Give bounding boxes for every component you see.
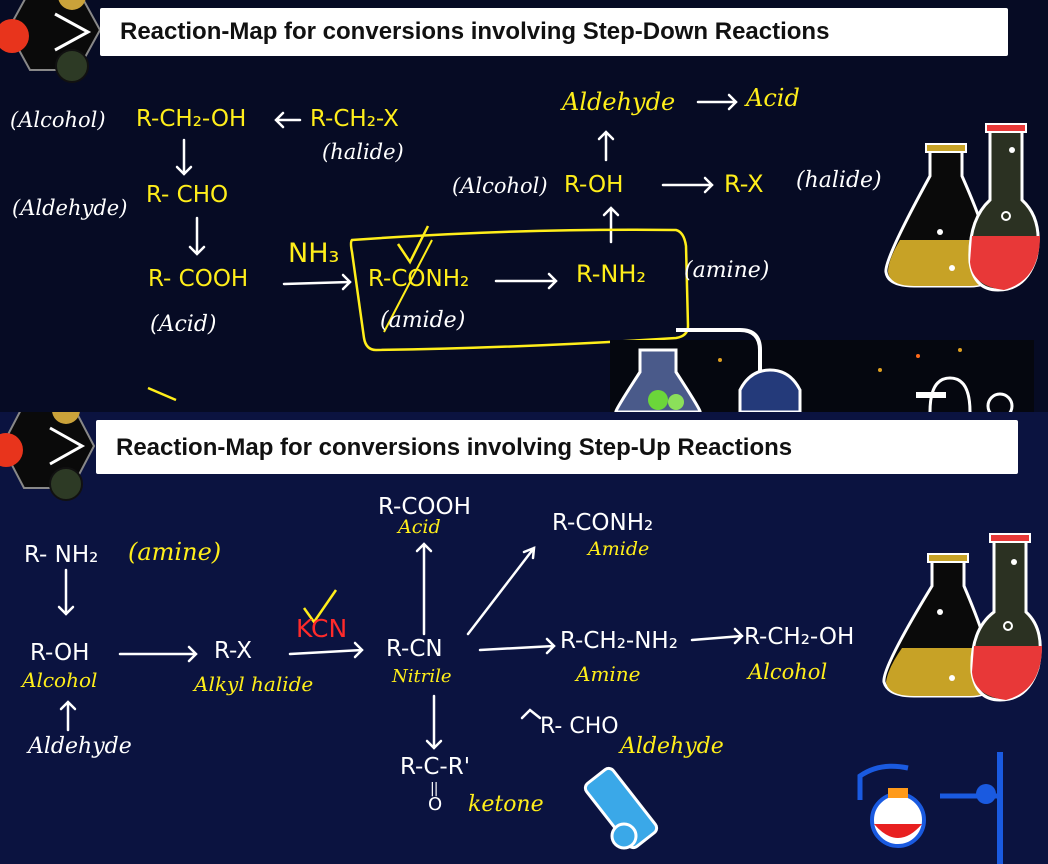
- check-mark-icon: [302, 589, 338, 625]
- r-cooh-formula: R- COOH: [148, 266, 249, 292]
- check-mark-icon: [396, 225, 430, 265]
- step-up-title-bar: [96, 420, 1018, 474]
- ketone-double-bond: ||: [430, 781, 439, 797]
- alcohol-label: (Alcohol): [10, 108, 106, 132]
- flask-pair-icon: [882, 533, 1042, 702]
- r-conh2-formula: R-CONH₂: [368, 266, 470, 292]
- nh3-reagent: NH₃: [288, 238, 340, 269]
- step-up-title-prefix: Reaction-Map for conversions involving: [116, 434, 579, 461]
- lab-glassware-icon: [610, 328, 1034, 412]
- ketone-formula: R-C-R': [400, 754, 471, 780]
- step-down-drawing-layer: [0, 0, 1040, 412]
- flask-pair-icon: [884, 123, 1040, 292]
- step-down-arrows: [175, 93, 738, 291]
- step-down-title: Reaction-Map for conversions involving S…: [120, 18, 829, 46]
- step-down-title-highlight: Step-Down Reactions: [582, 18, 830, 45]
- kcn-reagent: KCN: [296, 614, 348, 643]
- amine-label-2: Amine: [576, 662, 641, 686]
- halide-label: (halide): [322, 140, 404, 164]
- r-conh2-formula: R-CONH₂: [552, 510, 654, 536]
- pen-stroke: [147, 386, 177, 402]
- strike-line: [383, 239, 433, 333]
- r-ch2-nh2-formula: R-CH₂-NH₂: [560, 628, 678, 654]
- acid-label: Acid: [398, 516, 441, 538]
- r-ch2-oh-formula: R-CH₂-OH: [136, 106, 247, 132]
- r-cooh-formula: R-COOH: [378, 494, 471, 520]
- r-ch2-x-formula: R-CH₂-X: [310, 106, 399, 132]
- ketone-label: ketone: [468, 792, 544, 817]
- alkyl-halide-label: Alkyl halide: [194, 672, 314, 696]
- amide-label: Amide: [588, 538, 650, 560]
- amide-highlight-box: [349, 228, 690, 352]
- alcohol-label-2: (Alcohol): [452, 174, 548, 198]
- r-x-formula: R-X: [724, 170, 764, 198]
- aldehyde-label: (Aldehyde): [12, 196, 128, 220]
- r-oh-formula: R-OH: [30, 640, 90, 666]
- microscope-icon: [583, 766, 659, 850]
- halide-label-2: (halide): [796, 168, 882, 193]
- amine-label: (amine): [128, 538, 222, 566]
- ketone-oxygen: O: [428, 794, 443, 815]
- r-oh-formula: R-OH: [564, 172, 624, 198]
- step-up-arrows: [57, 542, 744, 750]
- acid-label: (Acid): [150, 312, 217, 337]
- amide-label: (amide): [380, 308, 466, 333]
- step-down-title-bar: [100, 8, 1008, 56]
- aldehyde-label-2: Aldehyde: [620, 734, 724, 759]
- aldehyde-label: Aldehyde: [28, 734, 132, 759]
- r-ch2-oh-formula: R-CH₂-OH: [744, 624, 855, 650]
- alcohol-label: Alcohol: [22, 668, 98, 692]
- alcohol-label-2: Alcohol: [748, 660, 828, 684]
- hexagon-logo-icon: [0, 0, 102, 83]
- step-down-title-prefix: Reaction-Map for conversions involving: [120, 18, 583, 45]
- nitrile-label: Nitrile: [392, 666, 452, 687]
- step-up-title-highlight: Step-Up Reactions: [578, 434, 793, 461]
- amine-label: (amine): [684, 258, 770, 283]
- aldehyde-top-label: Aldehyde: [562, 88, 676, 116]
- step-up-title: Reaction-Map for conversions involving S…: [116, 434, 792, 462]
- hexagon-logo-icon: [0, 412, 96, 501]
- r-cho-formula: R- CHO: [540, 714, 619, 739]
- acid-top-label: Acid: [746, 84, 800, 112]
- r-x-formula: R-X: [214, 638, 252, 664]
- round-flask-stand-icon: [857, 752, 1003, 864]
- r-cn-formula: R-CN: [386, 636, 443, 662]
- r-cho-formula: R- CHO: [146, 182, 229, 208]
- step-down-panel: Reaction-Map for conversions involving S…: [0, 0, 1048, 412]
- r-nh2-formula: R- NH₂: [24, 542, 99, 568]
- r-nh2-formula: R-NH₂: [576, 260, 646, 288]
- step-up-panel: Reaction-Map for conversions involving S…: [0, 412, 1048, 864]
